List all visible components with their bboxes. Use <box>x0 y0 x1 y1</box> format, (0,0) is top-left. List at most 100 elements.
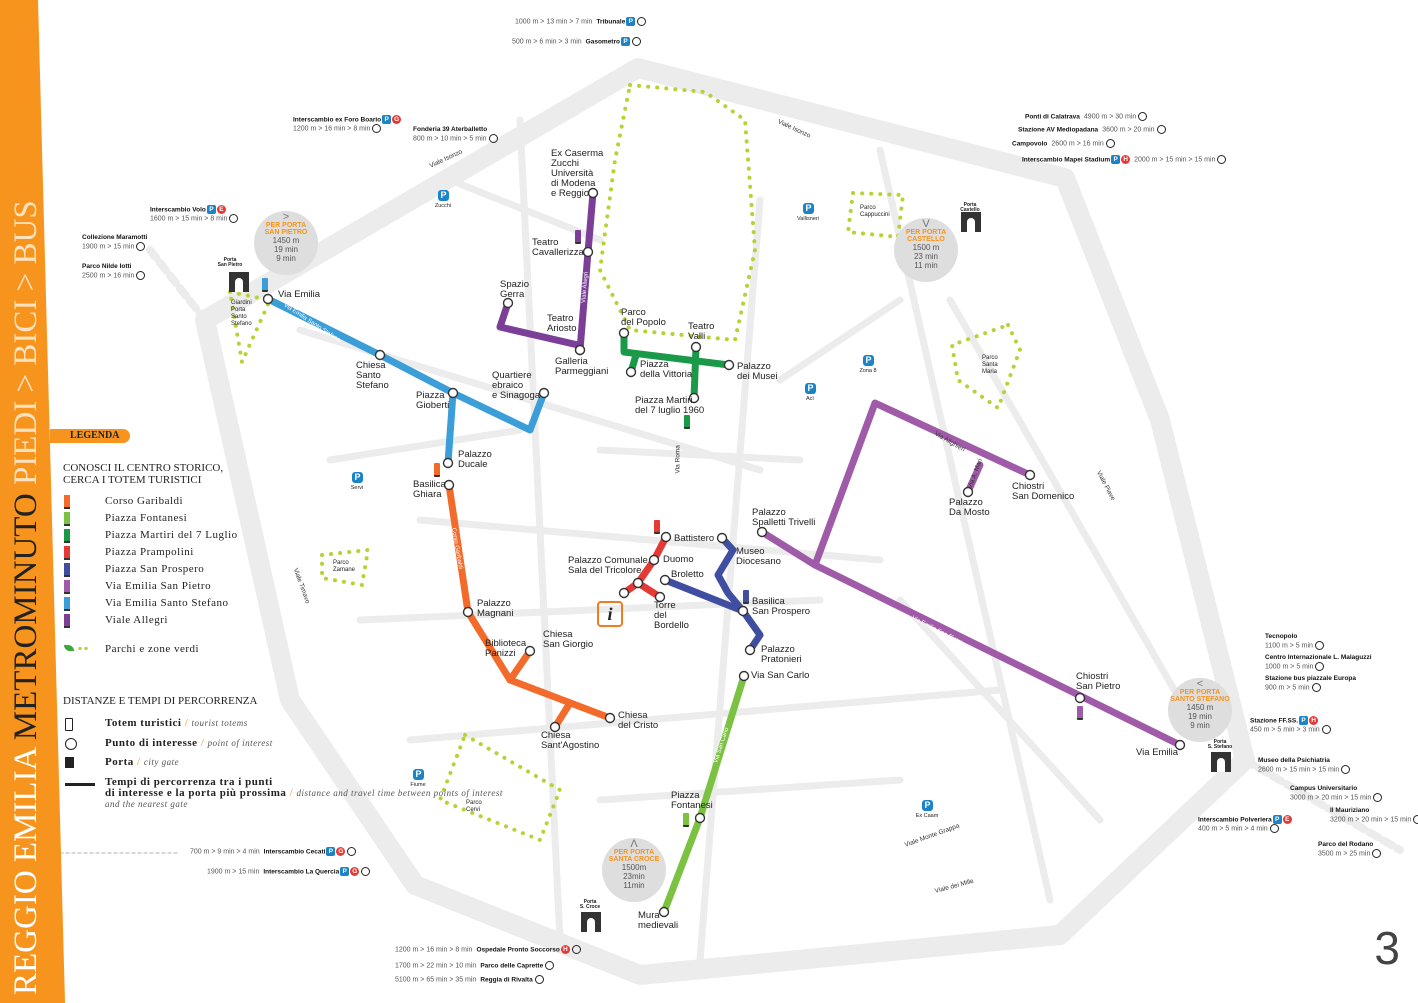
poi-marker-icon[interactable] <box>1314 641 1324 650</box>
poi-marker-icon[interactable] <box>571 945 581 954</box>
stop-marker[interactable] <box>618 587 630 599</box>
stop-marker[interactable] <box>587 187 599 199</box>
stop-marker[interactable] <box>462 606 474 618</box>
stop-marker[interactable] <box>262 293 274 305</box>
totem-swatch-icon <box>64 580 70 594</box>
poi-marker-icon[interactable] <box>229 214 239 224</box>
legend-badge: LEGENDA <box>50 429 130 443</box>
stop-marker[interactable] <box>737 605 749 617</box>
stop-marker[interactable] <box>632 577 644 589</box>
poi-marker-icon[interactable] <box>488 134 498 143</box>
stop-marker[interactable] <box>1174 739 1186 751</box>
poi-travel-info: 400 m > 5 min > 4 min <box>1198 825 1268 833</box>
stop-marker[interactable] <box>756 526 768 538</box>
stop-marker[interactable] <box>447 387 459 399</box>
stop-marker[interactable] <box>538 387 550 399</box>
gate-bike: 11min <box>623 881 645 890</box>
parking-icon: P <box>805 383 816 394</box>
stop-marker[interactable] <box>716 532 728 544</box>
poi-marker-icon[interactable] <box>631 37 641 46</box>
stop-marker[interactable] <box>654 591 666 603</box>
stop-marker[interactable] <box>582 246 594 258</box>
stop-marker[interactable] <box>625 366 637 378</box>
poi-marker-icon[interactable] <box>1373 793 1383 802</box>
stop-marker[interactable] <box>524 645 536 657</box>
stop-marker[interactable] <box>1074 692 1086 704</box>
poi-marker-icon[interactable] <box>1315 662 1325 671</box>
stop-marker[interactable] <box>442 457 454 469</box>
stop-marker[interactable] <box>1024 469 1036 481</box>
stop-marker[interactable] <box>690 341 702 353</box>
stop-marker[interactable] <box>604 712 616 724</box>
poi-marker-icon[interactable] <box>136 271 146 280</box>
poi-marker-icon[interactable] <box>1311 683 1321 692</box>
title-band <box>0 0 65 1003</box>
poi-marker-icon[interactable] <box>1156 125 1166 134</box>
poi-marker-icon[interactable] <box>1105 139 1115 148</box>
stop-marker[interactable] <box>443 479 455 491</box>
gate-walk: 19 min <box>1187 712 1212 721</box>
poi-marker-icon[interactable] <box>534 975 544 984</box>
stop-label: Quartiere ebraico e Sinagoga <box>492 370 541 401</box>
stop-marker[interactable] <box>659 574 671 586</box>
stop-marker[interactable] <box>502 297 514 309</box>
stop-marker[interactable] <box>574 344 586 356</box>
poi-marker-icon[interactable] <box>361 867 371 876</box>
stop-marker[interactable] <box>618 327 630 339</box>
stop-marker[interactable] <box>738 670 750 682</box>
ring-road <box>195 58 1255 985</box>
stop-marker[interactable] <box>723 359 735 371</box>
poi-marker-icon[interactable] <box>1217 155 1227 164</box>
stop-marker[interactable] <box>744 644 756 656</box>
poi-marker-icon[interactable] <box>1341 765 1351 774</box>
poi-marker-icon[interactable] <box>1269 824 1279 834</box>
poi-marker-icon[interactable] <box>136 242 146 251</box>
poi-marker-icon[interactable] <box>1138 112 1148 121</box>
stop-marker[interactable] <box>648 554 660 566</box>
stop-marker[interactable] <box>549 721 561 733</box>
line-martiri-branch2 <box>690 343 700 402</box>
stop-marker[interactable] <box>660 531 672 543</box>
poi-marker-icon[interactable] <box>372 124 382 134</box>
stop-marker[interactable] <box>658 906 670 918</box>
stop-marker[interactable] <box>962 486 974 498</box>
poi-marker-icon[interactable] <box>1321 725 1331 735</box>
poi-marker-icon[interactable] <box>637 17 647 26</box>
stop-marker[interactable] <box>374 349 386 361</box>
poi-marker-icon[interactable] <box>1413 815 1418 824</box>
poi-marker-icon[interactable] <box>1372 849 1382 858</box>
symbol-label: Totem turistici <box>105 717 182 729</box>
poi-marker-icon[interactable] <box>347 847 357 856</box>
poi-travel-info: 1000 m > 13 min > 7 min <box>515 18 593 26</box>
totem-swatch-icon <box>64 495 70 509</box>
poi-marker-icon[interactable] <box>545 961 555 970</box>
stop-marker[interactable] <box>688 392 700 404</box>
stop-marker[interactable] <box>694 812 706 824</box>
